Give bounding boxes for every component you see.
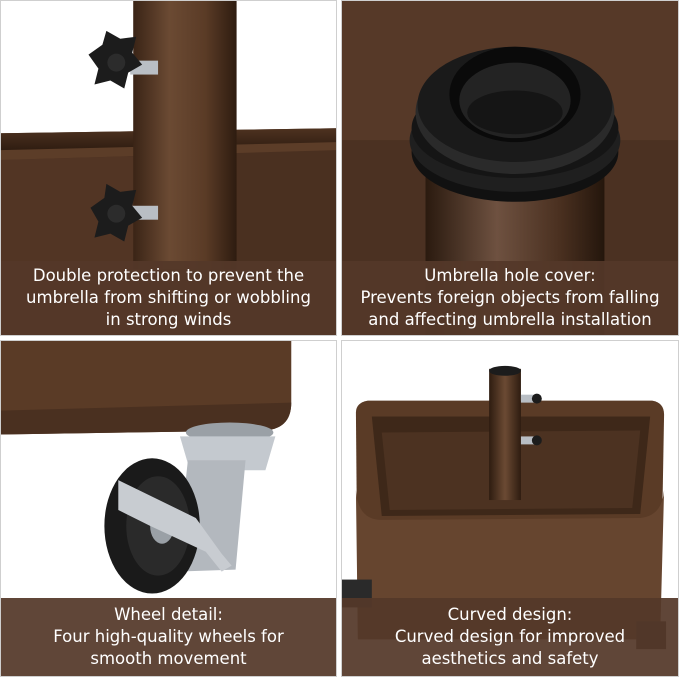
caption-line: Prevents foreign objects from falling (360, 288, 660, 307)
star-knob-icon (88, 30, 159, 89)
star-knob-icon (90, 183, 159, 242)
caption-line: Curved design: (447, 605, 573, 624)
caption-hole-cover: Umbrella hole cover: Prevents foreign ob… (342, 261, 678, 335)
caption-line: umbrella from shifting or wobbling (26, 288, 311, 307)
caption-line: Umbrella hole cover: (424, 266, 596, 285)
caption-line: in strong winds (105, 310, 232, 329)
caption-wheel-detail: Wheel detail: Four high-quality wheels f… (1, 598, 336, 676)
panel-hole-cover: Umbrella hole cover: Prevents foreign ob… (341, 0, 679, 336)
panel-curved-design: Curved design: Curved design for improve… (341, 340, 679, 677)
caption-line: Curved design for improved (394, 627, 626, 646)
caption-line: Double protection to prevent the (32, 266, 305, 285)
caption-line: smooth movement (90, 649, 247, 668)
caption-line: aesthetics and safety (421, 649, 599, 668)
caption-double-protection: Double protection to prevent the umbrell… (1, 261, 336, 335)
caption-curved-design: Curved design: Curved design for improve… (342, 598, 678, 676)
caption-line: and affecting umbrella installation (368, 310, 652, 329)
caption-line: Four high-quality wheels for (53, 627, 284, 646)
caption-line: Wheel detail: (114, 605, 223, 624)
panel-wheel-detail: Wheel detail: Four high-quality wheels f… (0, 340, 337, 677)
panel-double-protection: Double protection to prevent the umbrell… (0, 0, 337, 336)
